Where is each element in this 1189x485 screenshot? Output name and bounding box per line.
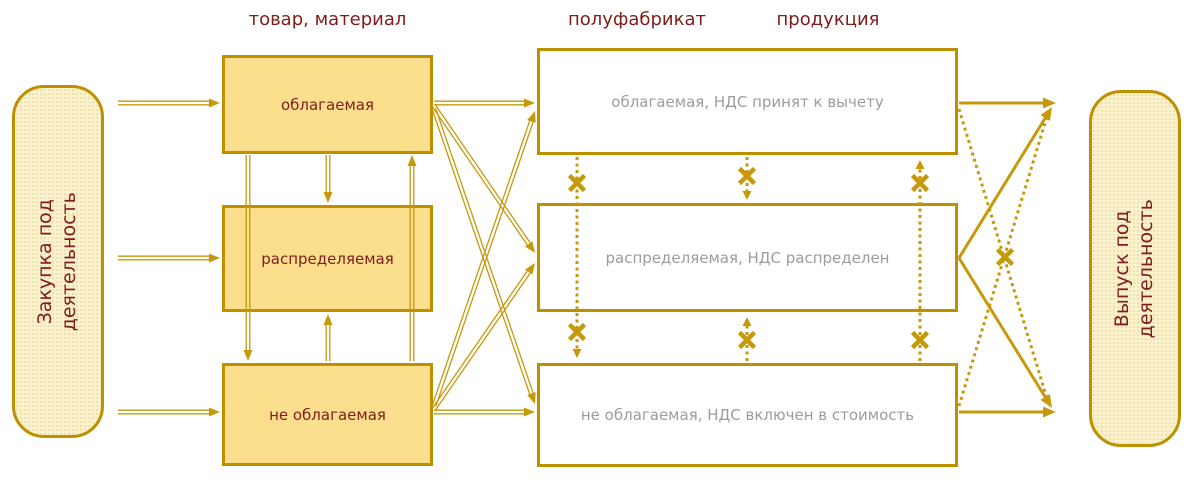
product-box-taxable: облагаемая, НДС принят к вычету <box>537 48 958 155</box>
edge-product-distributed-to-output-top <box>957 107 1052 259</box>
column-header-semiproduct: полуфабрикат <box>568 9 706 30</box>
product-box-distributed: распределяемая, НДС распределен <box>537 203 958 312</box>
edge-product-nontaxable-to-product-distributed <box>742 317 752 361</box>
edge-input-to-material-nontaxable <box>118 407 220 417</box>
material-box-distributed-label: распределяемая <box>261 249 394 268</box>
material-box-taxable-label: облагаемая <box>280 95 375 114</box>
edge-material-nontaxable-to-product-distributed <box>431 263 535 411</box>
material-box-taxable: облагаемая <box>222 55 433 154</box>
forbidden-x-mark <box>567 322 587 342</box>
edge-material-taxable-to-product-distributed <box>431 104 535 253</box>
product-box-taxable-label: облагаемая, НДС принят к вычету <box>611 92 884 111</box>
material-box-nontaxable: не облагаемая <box>222 363 433 466</box>
forbidden-x-mark <box>737 330 757 350</box>
product-box-nontaxable: не облагаемая, НДС включен в стоимость <box>537 363 958 467</box>
product-box-distributed-label: распределяемая, НДС распределен <box>605 248 890 267</box>
output-terminator: Выпуск под деятельность <box>1089 90 1181 447</box>
edge-input-to-material-taxable <box>118 98 220 108</box>
edge-material-taxable-to-product-nontaxable <box>431 108 536 404</box>
forbidden-x-mark <box>910 173 930 193</box>
edge-material-taxable-to-material-distributed <box>323 155 333 203</box>
edge-product-nontaxable-to-output <box>959 406 1056 418</box>
product-box-nontaxable-label: не облагаемая, НДС включен в стоимость <box>580 406 915 424</box>
output-terminator-label: Выпуск под деятельность <box>1111 198 1157 339</box>
material-box-nontaxable-label: не облагаемая <box>269 405 386 424</box>
edge-product-taxable-to-product-distributed <box>742 157 752 200</box>
edge-product-distributed-to-output-bottom <box>957 257 1052 408</box>
forbidden-x-mark <box>567 173 587 193</box>
material-box-distributed: распределяемая <box>222 205 433 312</box>
edge-product-taxable-to-output-bottom <box>957 108 1050 403</box>
edge-product-taxable-to-output <box>959 97 1056 109</box>
edge-input-to-material-distributed <box>118 253 220 263</box>
column-header-materials: товар, материал <box>248 9 407 30</box>
edge-material-nontaxable-to-material-distributed <box>323 314 333 361</box>
input-terminator: Закупка под деятельность <box>12 85 104 438</box>
edge-material-nontaxable-to-product-nontaxable <box>434 407 535 417</box>
edge-product-nontaxable-to-output-top <box>957 112 1050 407</box>
edge-material-taxable-to-product-taxable <box>434 98 535 108</box>
column-header-production: продукция <box>776 9 880 30</box>
forbidden-x-mark <box>995 247 1015 267</box>
input-terminator-label: Закупка под деятельность <box>34 191 81 332</box>
edge-material-nontaxable-to-product-taxable <box>431 111 536 407</box>
forbidden-x-mark <box>910 330 930 350</box>
forbidden-x-mark <box>737 166 757 186</box>
